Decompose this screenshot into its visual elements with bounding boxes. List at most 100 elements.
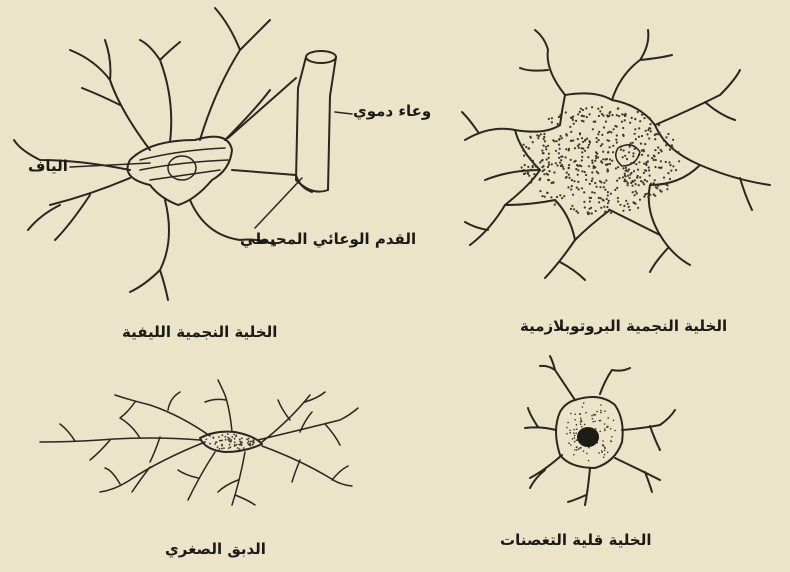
stipple-dot (622, 127, 624, 129)
stipple-dot (249, 444, 251, 446)
stipple-dot (591, 415, 593, 417)
perivascular-foot (228, 78, 312, 192)
stipple-dot (607, 168, 609, 170)
stipple-dot (581, 151, 583, 153)
stipple-dot (661, 150, 663, 152)
stipple-dot (248, 438, 250, 440)
stipple-dot (615, 139, 617, 141)
stipple-dot (678, 160, 680, 162)
stipple-dot (642, 181, 644, 183)
stipple-dot (628, 168, 630, 170)
stipple-dot (638, 136, 640, 138)
stipple-dot (581, 115, 583, 117)
stipple-dot (537, 137, 539, 139)
stipple-dot (596, 171, 598, 173)
stipple-dot (568, 167, 570, 169)
stipple-dot (591, 160, 593, 162)
stipple-dot (583, 201, 585, 203)
stipple-dot (643, 117, 645, 119)
foot-leader (255, 178, 302, 228)
stipple-dot (572, 119, 574, 121)
stipple-dot (539, 190, 541, 192)
stipple-dot (576, 428, 578, 430)
stipple-dot (600, 207, 602, 209)
stipple-dot (607, 426, 609, 428)
stipple-dot (591, 162, 593, 164)
stipple-dot (527, 147, 529, 149)
stipple-dot (654, 166, 656, 168)
stipple-dot (639, 176, 641, 178)
stipple-dot (582, 109, 584, 111)
stipple-dot (657, 146, 659, 148)
stipple-dot (601, 134, 603, 136)
stipple-dot (629, 173, 631, 175)
stipple-dot (594, 182, 596, 184)
stipple-dot (622, 167, 624, 169)
stipple-dot (577, 174, 579, 176)
stipple-dot (634, 179, 636, 181)
stipple-dot (241, 437, 243, 439)
stipple-dot (647, 196, 649, 198)
stipple-dot (670, 170, 672, 172)
stipple-dot (627, 203, 629, 205)
stipple-dot (570, 117, 572, 119)
stipple-dot (612, 145, 614, 147)
stipple-dot (584, 171, 586, 173)
stipple-dot (568, 164, 570, 166)
stipple-dot (643, 183, 645, 185)
stipple-dot (581, 156, 583, 158)
stipple-dot (625, 167, 627, 169)
stipple-dot (574, 435, 576, 437)
stipple-dot (527, 166, 529, 168)
stipple-dot (577, 169, 579, 171)
stipple-dot (571, 179, 573, 181)
stipple-dot (591, 106, 593, 108)
stipple-dot (596, 137, 598, 139)
stipple-dot (671, 144, 673, 146)
stipple-dot (593, 165, 595, 167)
stipple-dot (582, 406, 584, 408)
stipple-dot (611, 160, 613, 162)
stipple-dot (239, 439, 241, 441)
stipple-dot (627, 184, 629, 186)
stipple-dot (649, 123, 651, 125)
stipple-dot (559, 114, 561, 116)
stipple-dot (595, 210, 597, 212)
stipple-dot (639, 199, 641, 201)
stipple-dot (561, 197, 563, 199)
stipple-dot (636, 177, 638, 179)
stipple-dot (558, 139, 560, 141)
stipple-dot (604, 428, 606, 430)
stipple-dot (589, 200, 591, 202)
stipple-dot (576, 187, 578, 189)
stipple-dot (665, 136, 667, 138)
stipple-dot (569, 432, 571, 434)
stipple-dot (607, 151, 609, 153)
stipple-dot (614, 430, 616, 432)
stipple-dot (601, 450, 603, 452)
stipple-dot (558, 116, 560, 118)
stipple-dot (588, 460, 590, 462)
stipple-dot (576, 446, 578, 448)
stipple-dot (252, 444, 254, 446)
stipple-dot (591, 191, 593, 193)
stipple-dot (596, 186, 598, 188)
stipple-dot (588, 144, 590, 146)
stipple-dot (629, 146, 631, 148)
stipple-dot (585, 174, 587, 176)
stipple-dot (645, 130, 647, 132)
stipple-dot (656, 187, 658, 189)
stipple-dot (253, 438, 255, 440)
stipple-dot (546, 158, 548, 160)
stipple-dot (246, 438, 248, 440)
stipple-dot (600, 412, 602, 414)
label-fibers: الياف (28, 159, 68, 174)
stipple-dot (599, 180, 601, 182)
stipple-dot (632, 152, 634, 154)
stipple-dot (602, 444, 604, 446)
stipple-dot (569, 430, 571, 432)
stipple-dot (669, 149, 671, 151)
stipple-dot (218, 436, 220, 438)
stipple-dot (253, 441, 255, 443)
